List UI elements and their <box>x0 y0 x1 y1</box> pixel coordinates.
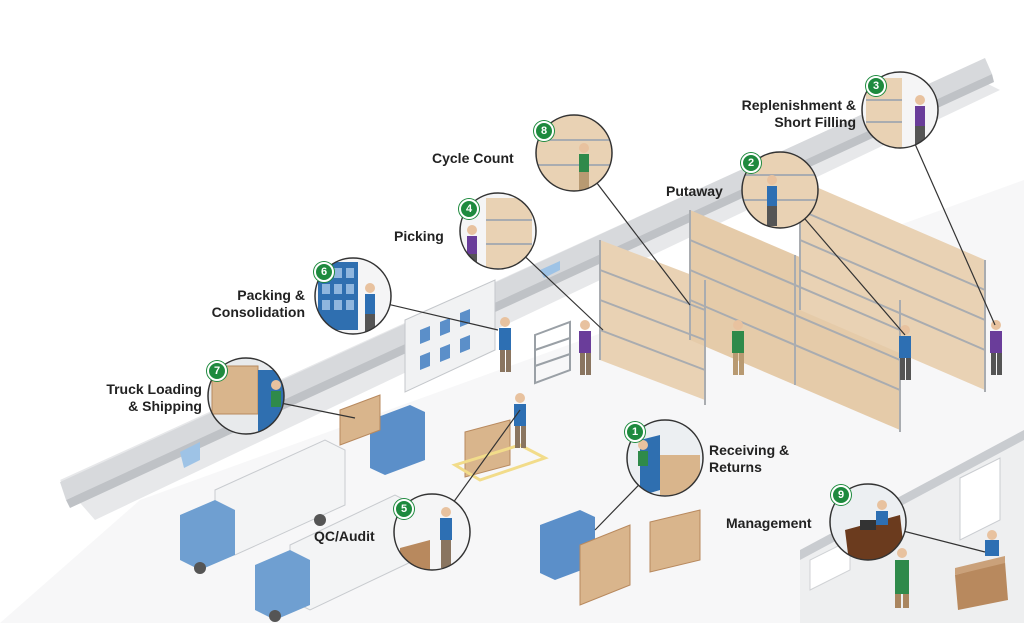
badge-2: 2 <box>741 153 761 173</box>
storage-racks <box>599 180 986 432</box>
label-qc-audit: QC/Audit <box>314 528 375 545</box>
picking-cart <box>534 320 571 385</box>
badge-6: 6 <box>314 262 334 282</box>
badge-9: 9 <box>831 485 851 505</box>
label-truck-loading-shipping: Truck Loading & Shipping <box>80 381 202 415</box>
label-replenishment: Replenishment & Short Filling <box>716 97 856 131</box>
badge-1: 1 <box>625 422 645 442</box>
label-receiving-returns-line-1: Receiving & <box>709 442 790 458</box>
badge-3: 3 <box>866 76 886 96</box>
label-picking: Picking <box>394 228 444 245</box>
trucks <box>180 439 416 622</box>
label-cycle-count: Cycle Count <box>432 150 514 167</box>
label-receiving-returns: Receiving & Returns <box>709 442 789 476</box>
label-cycle-count-line-1: Cycle Count <box>432 150 514 166</box>
label-putaway: Putaway <box>666 183 723 200</box>
label-qc-audit-line-1: QC/Audit <box>314 528 375 544</box>
badge-5: 5 <box>394 499 414 519</box>
label-packing-consolidation-line-1: Packing & <box>237 287 305 303</box>
packing-wall <box>404 279 496 393</box>
badge-7: 7 <box>207 361 227 381</box>
label-receiving-returns-line-2: Returns <box>709 459 762 475</box>
label-truck-loading-shipping-line-1: Truck Loading <box>106 381 202 397</box>
label-packing-consolidation-line-2: Consolidation <box>211 304 305 320</box>
badge-8: 8 <box>534 121 554 141</box>
label-truck-loading-shipping-line-2: & Shipping <box>128 398 202 414</box>
label-picking-line-1: Picking <box>394 228 444 244</box>
workers <box>499 317 1002 448</box>
badge-4: 4 <box>459 199 479 219</box>
pallets <box>451 419 701 573</box>
label-replenishment-line-1: Replenishment & <box>741 97 856 113</box>
label-replenishment-line-2: Short Filling <box>774 114 856 130</box>
label-putaway-line-1: Putaway <box>666 183 723 199</box>
label-packing-consolidation: Packing & Consolidation <box>180 287 305 321</box>
label-management-line-1: Management <box>726 515 812 531</box>
forklifts <box>339 394 631 606</box>
callout-4-picking <box>459 192 537 270</box>
callout-2-putaway <box>741 151 819 229</box>
label-management: Management <box>726 515 812 532</box>
callout-1-receiving <box>626 419 704 497</box>
